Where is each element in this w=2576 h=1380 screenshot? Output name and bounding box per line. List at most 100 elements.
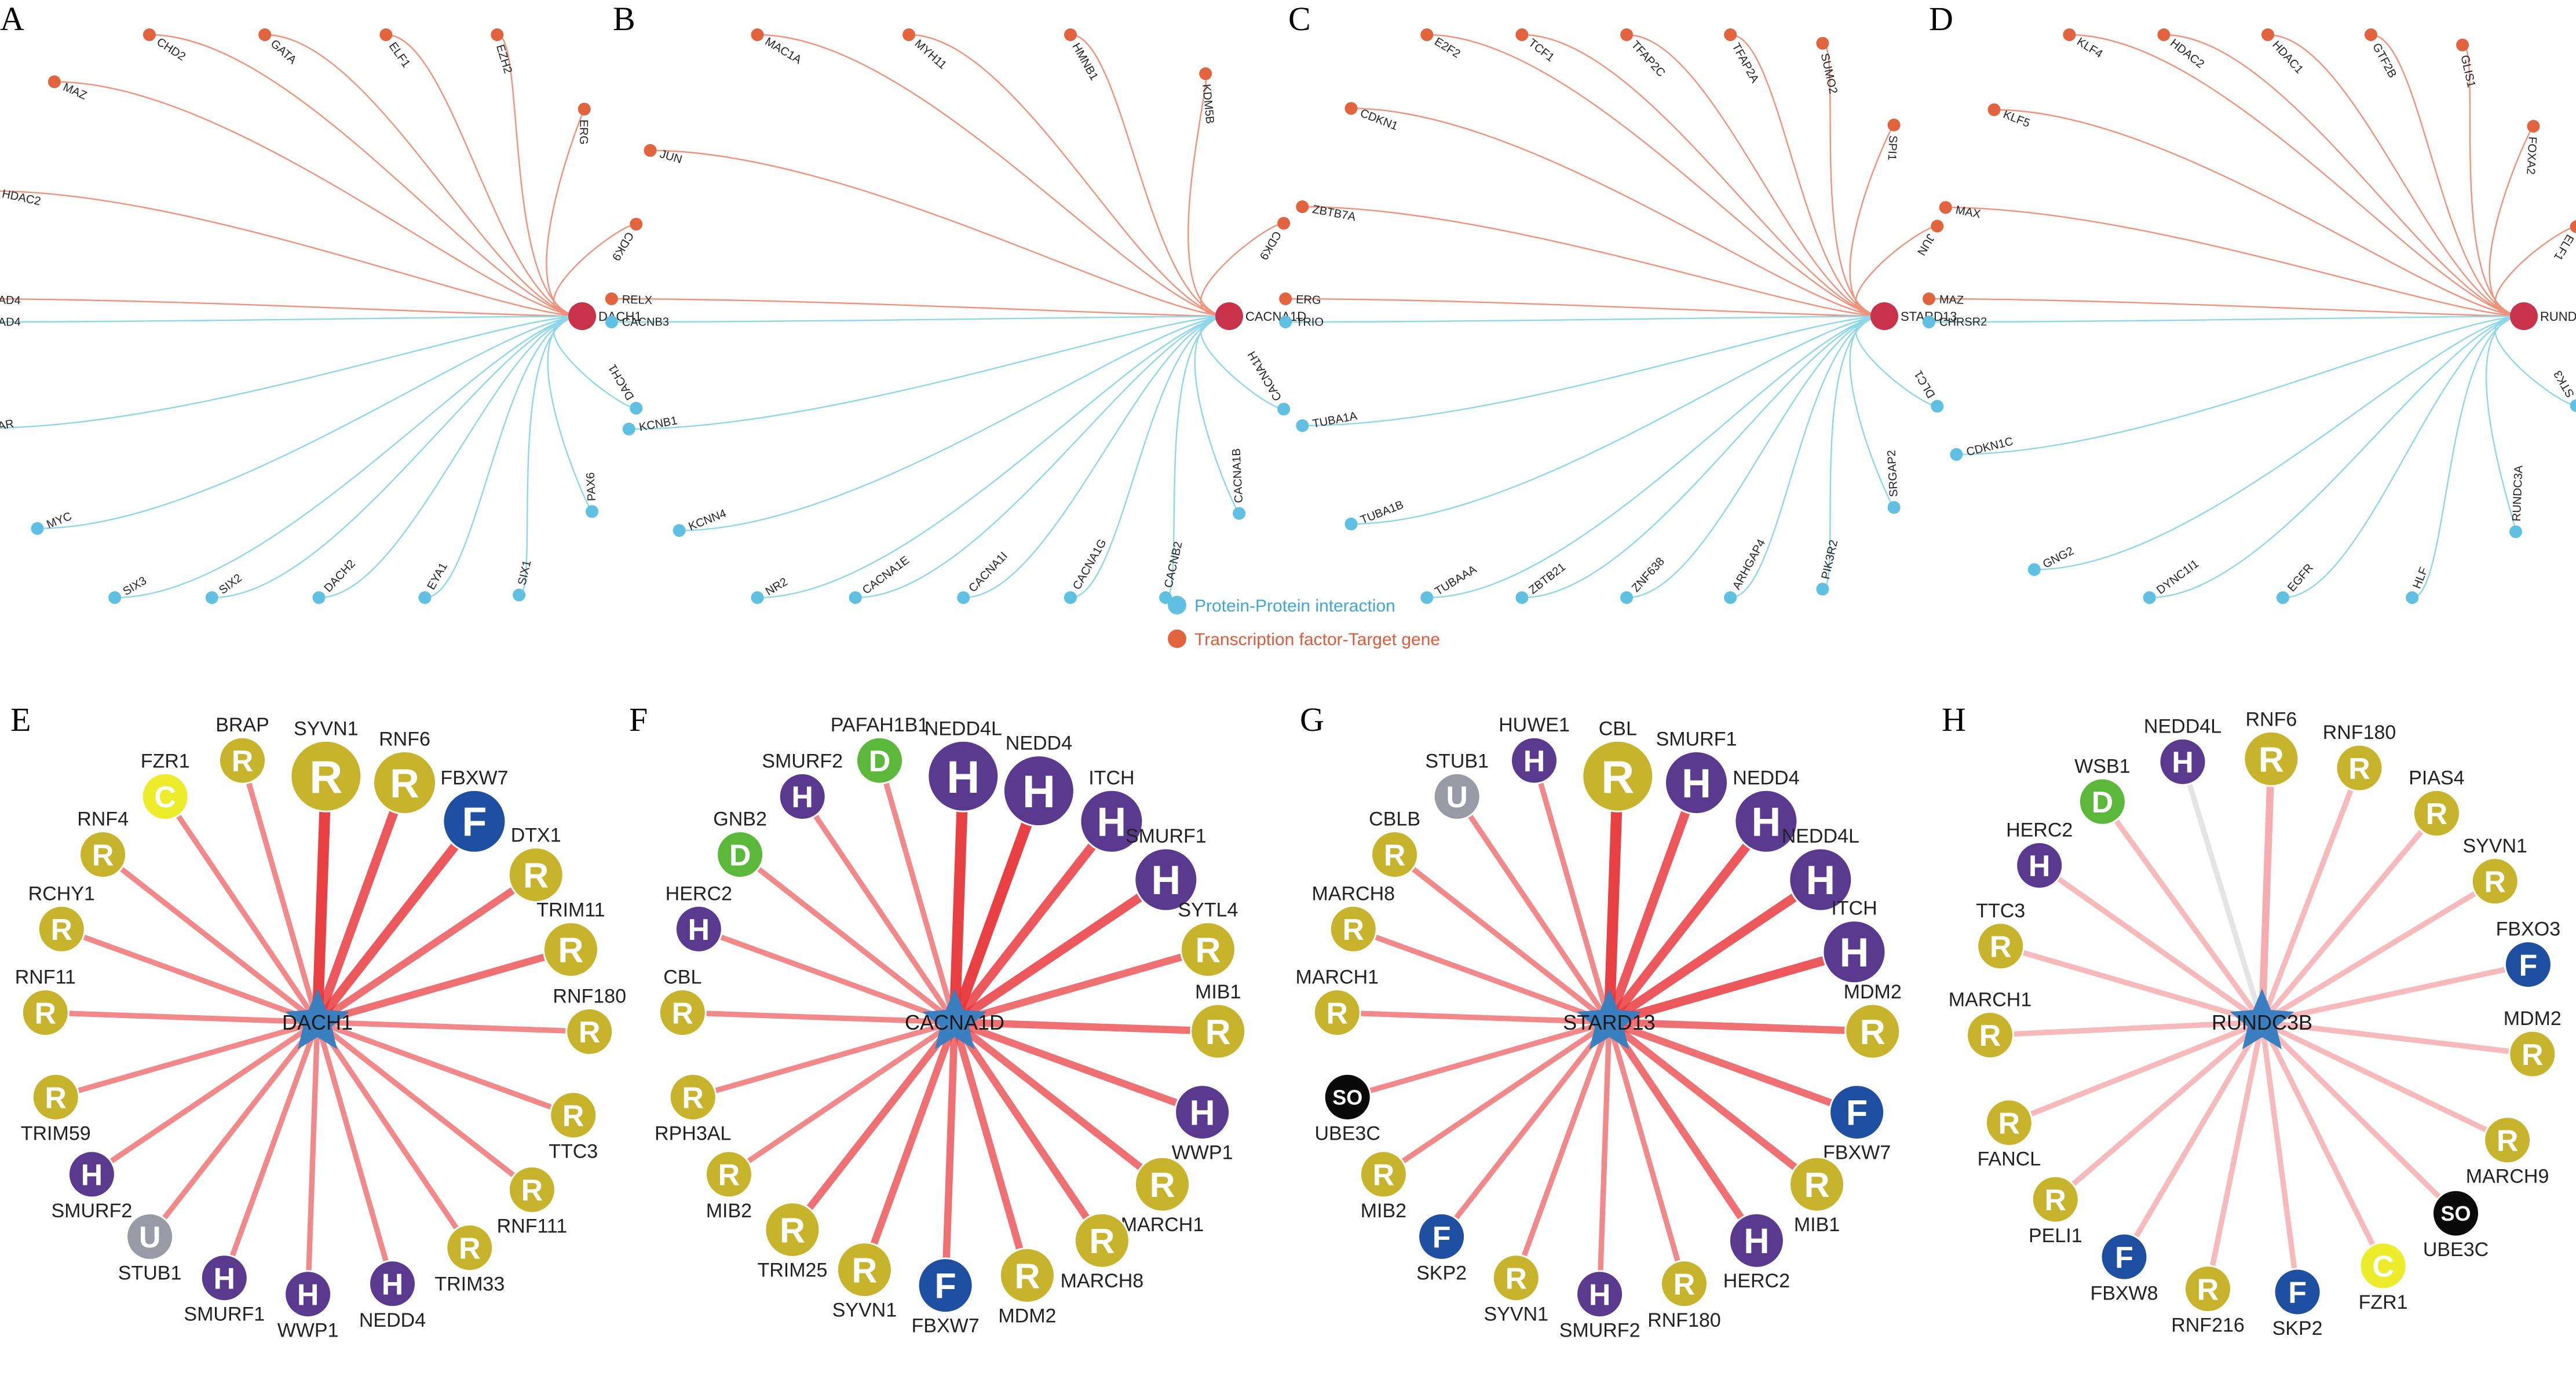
tf-edge bbox=[2489, 125, 2534, 317]
e3-type-badge: R bbox=[2484, 866, 2506, 899]
tf-edge bbox=[908, 34, 1230, 317]
interaction-edge bbox=[1439, 1020, 1612, 1239]
e3-node-label: RNF180 bbox=[553, 985, 626, 1007]
interaction-edge bbox=[876, 759, 958, 1023]
ppi-node bbox=[1515, 591, 1529, 604]
tf-node bbox=[2261, 28, 2274, 41]
tf-edge bbox=[2164, 34, 2524, 317]
e3-node-circle bbox=[716, 830, 765, 879]
ppi-node bbox=[1816, 583, 1829, 596]
interaction-edge bbox=[949, 775, 969, 1023]
tf-node-label: TFAP2A bbox=[1729, 41, 1761, 85]
e3-node-circle bbox=[764, 1202, 821, 1258]
ppi-node-label: KCNB1 bbox=[638, 414, 679, 434]
tf-node-label: GLIS1 bbox=[2458, 54, 2478, 89]
tf-edge bbox=[54, 81, 583, 317]
legend-tf-marker bbox=[1168, 629, 1186, 648]
ppi-node-label: CACNA1B bbox=[1230, 448, 1245, 503]
e3-node-label: WWP1 bbox=[1172, 1142, 1233, 1164]
interaction-edge bbox=[2054, 1020, 2264, 1202]
e3-node-label: ITCH bbox=[1831, 898, 1877, 920]
interaction-edge bbox=[221, 1021, 320, 1279]
ppi-edge bbox=[1302, 315, 1885, 427]
interaction-edge bbox=[1513, 1021, 1612, 1279]
e3-node-circle bbox=[1510, 736, 1558, 785]
tf-node bbox=[1064, 28, 1077, 41]
e3-node-circle bbox=[836, 1242, 893, 1298]
e3-node-circle bbox=[1581, 740, 1654, 812]
e3-type-badge: R bbox=[2259, 740, 2284, 779]
e3-node-label: SMURF1 bbox=[1656, 729, 1737, 751]
tf-edge bbox=[546, 108, 585, 317]
e3-type-badge: H bbox=[688, 913, 710, 947]
e3-type-badge: R bbox=[1014, 1256, 1040, 1295]
e3-type-badge: F bbox=[934, 1266, 956, 1306]
ppi-node bbox=[751, 591, 764, 604]
ppi-node-label: TUBA1A bbox=[1311, 409, 1358, 430]
e3-node-circle bbox=[668, 1073, 717, 1121]
ppi-edge bbox=[1730, 315, 1885, 599]
interaction-edge bbox=[2037, 863, 2264, 1024]
e3-node-label: SKP2 bbox=[1416, 1262, 1467, 1284]
e3-node-label: MDM2 bbox=[998, 1305, 1056, 1327]
tf-node bbox=[1279, 292, 1292, 305]
tf-node-label: HDAC2 bbox=[1, 188, 42, 208]
e3-type-badge: F bbox=[462, 799, 487, 845]
e3-node-circle bbox=[1079, 789, 1144, 854]
e3-node-label: FANCL bbox=[1978, 1148, 2041, 1170]
interaction-edge bbox=[1346, 1019, 1610, 1100]
ppi-node bbox=[1296, 419, 1309, 432]
ppi-edge bbox=[679, 315, 1230, 532]
e3-type-badge: H bbox=[1022, 766, 1055, 817]
interaction-edge bbox=[305, 1022, 320, 1294]
e3-node-label: SMURF2 bbox=[52, 1200, 133, 1222]
tf-edge bbox=[0, 298, 583, 317]
tf-edge bbox=[2069, 34, 2524, 317]
e3-node-label: SMURF2 bbox=[1559, 1320, 1640, 1342]
e3-node-circle bbox=[1492, 1254, 1540, 1302]
interaction-edge bbox=[951, 1020, 1105, 1243]
interaction-edge bbox=[697, 926, 956, 1025]
e3-node-circle bbox=[141, 772, 189, 821]
e3-node-circle bbox=[1329, 905, 1377, 953]
e3-node-label: MIB1 bbox=[1794, 1214, 1840, 1236]
tf-node bbox=[47, 75, 61, 89]
e3-node-circle bbox=[927, 740, 1000, 812]
e3-node-circle bbox=[1985, 1099, 2033, 1147]
interaction-edge bbox=[1605, 781, 1701, 1024]
interaction-edge bbox=[312, 775, 332, 1023]
e3-node-label: MIB2 bbox=[1361, 1200, 1406, 1222]
e3-node-label: CBL bbox=[663, 967, 701, 989]
interaction-edge bbox=[2261, 962, 2529, 1025]
ppi-edge bbox=[0, 315, 583, 323]
e3-node-label: MARCH1 bbox=[1296, 967, 1379, 989]
tf-edge bbox=[1200, 222, 1284, 317]
ppi-node bbox=[586, 505, 598, 518]
panel-letter: E bbox=[10, 701, 31, 738]
e3-node-label: RNF111 bbox=[497, 1215, 568, 1237]
tf-node-label: E2F2 bbox=[1432, 35, 1462, 61]
hub-node bbox=[1215, 302, 1243, 330]
e3-node-label: GNB2 bbox=[713, 808, 767, 830]
tf-node bbox=[2157, 28, 2171, 41]
hub-star bbox=[2230, 989, 2294, 1049]
e3-node-circle bbox=[1002, 755, 1075, 828]
interaction-edge bbox=[949, 789, 1044, 1024]
